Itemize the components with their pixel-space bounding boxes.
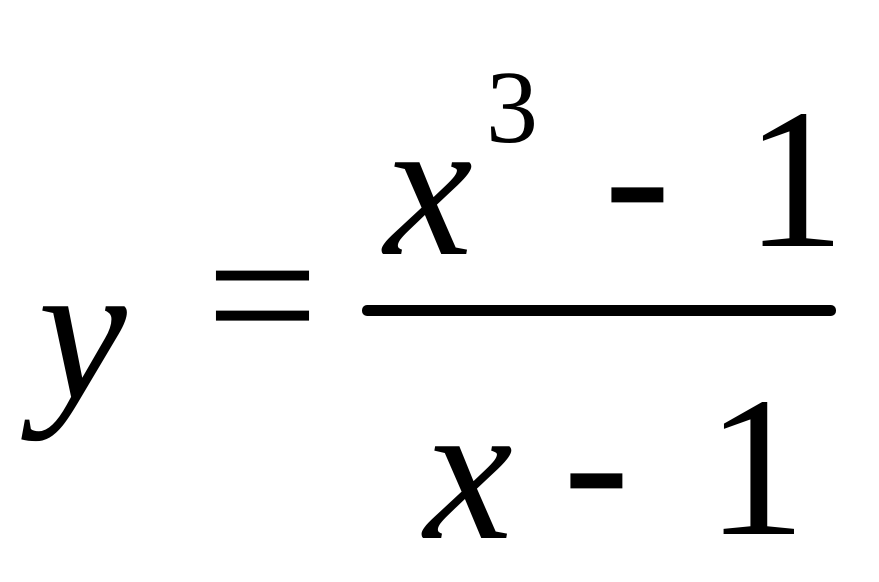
fraction-bar [362,305,836,316]
numerator-constant: 1 [745,69,845,290]
numerator-exponent: 3 [486,50,538,165]
lhs-variable: y [38,221,127,442]
equals-sign: = [206,185,319,406]
denominator-constant: 1 [706,357,806,578]
numerator-operator: - [604,65,671,286]
numerator-base: x [384,77,473,298]
math-equation: y = x 3 - 1 x - 1 [38,50,845,582]
denominator-operator: - [563,351,630,572]
denominator-base: x [424,361,513,582]
